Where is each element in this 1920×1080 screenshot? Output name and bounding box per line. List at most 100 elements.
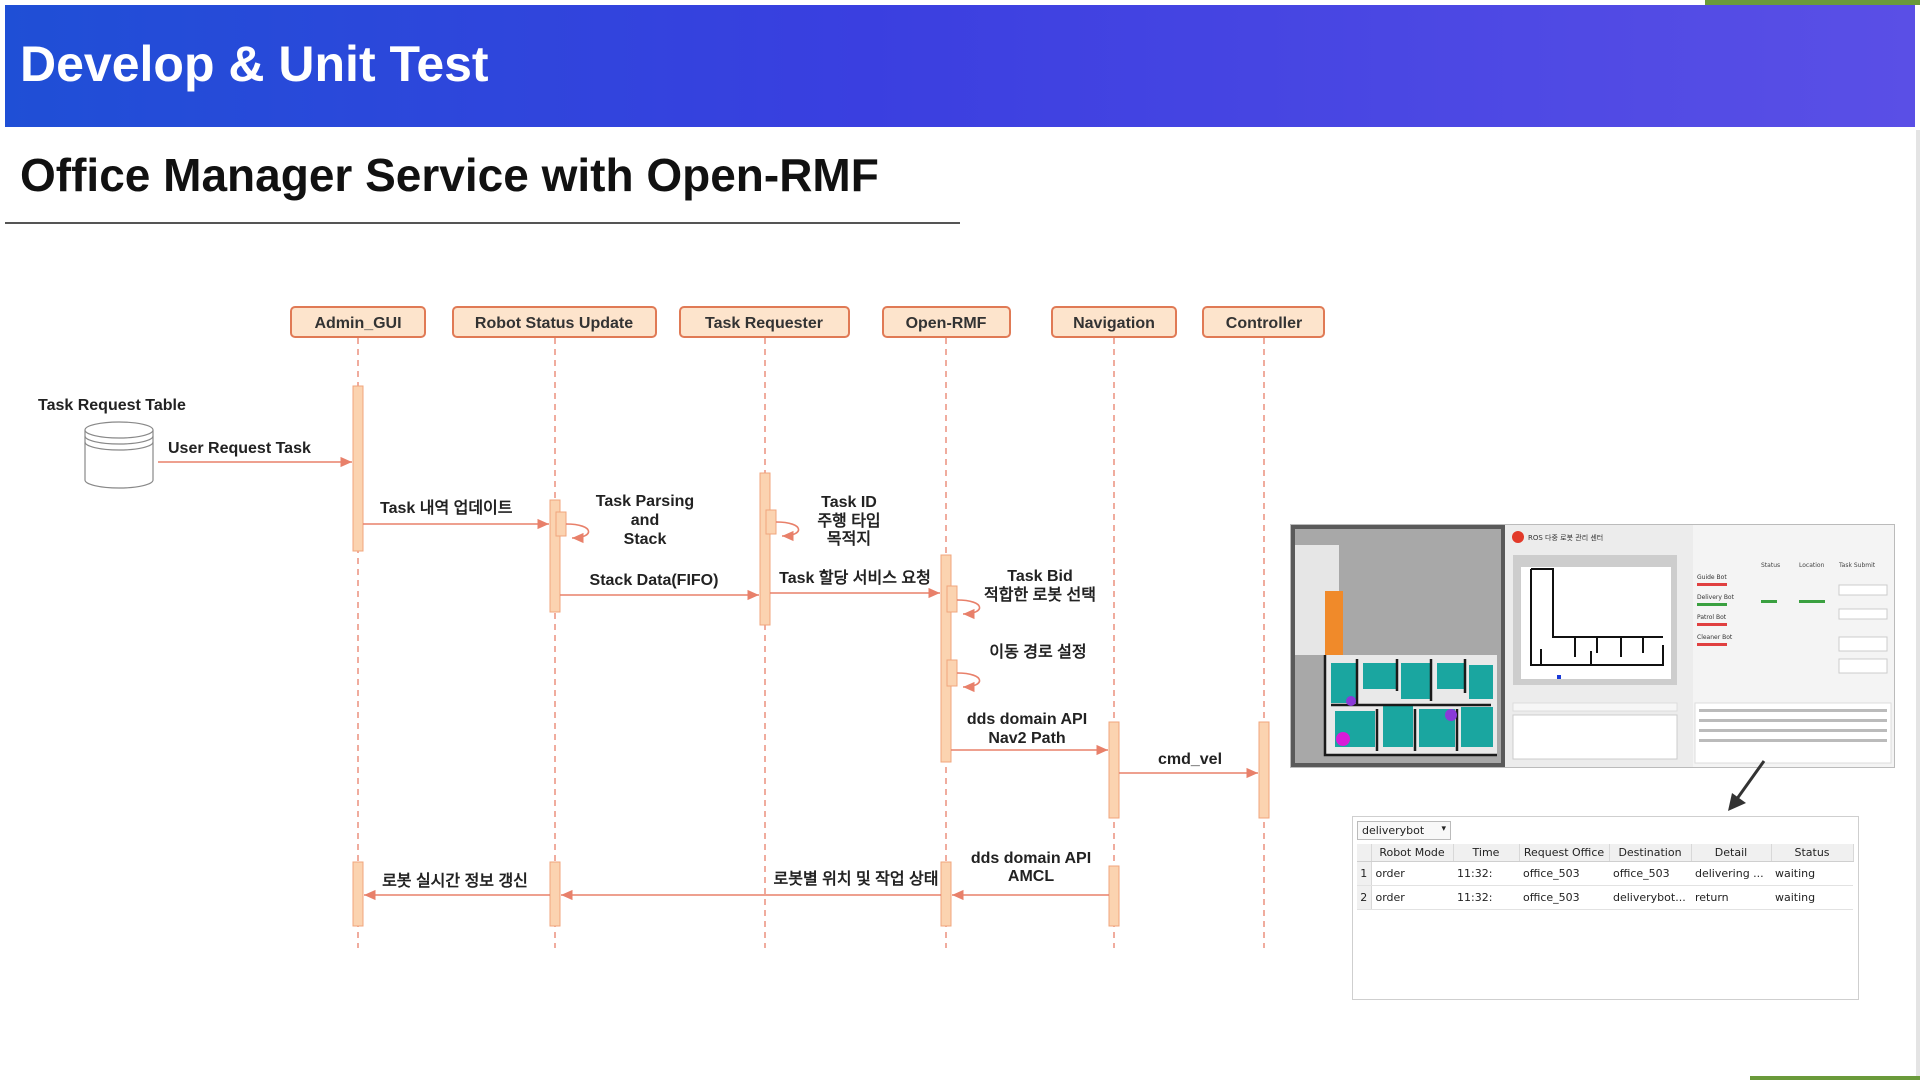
screenshot-header-status: Status (1761, 562, 1780, 569)
cell-destination: deliverybot... (1609, 885, 1691, 910)
msg-task-bid-2: 적합한 로봇 선택 (984, 585, 1096, 604)
msg-task-assign: Task 할당 서비스 요청 (779, 568, 931, 587)
activation-navigation-1 (1108, 721, 1120, 819)
cell-robot-mode: order (1371, 861, 1453, 886)
cell-status: waiting (1771, 861, 1853, 886)
msg-task-id-2: 주행 타입 (817, 512, 880, 530)
cell-request-office: office_503 (1519, 885, 1609, 910)
slide-subtitle: Office Manager Service with Open-RMF (20, 149, 879, 201)
arrow-self-parsing (565, 523, 590, 544)
robot-task-table: deliverybot ▾ Robot Mode Time Request Of… (1352, 816, 1859, 1000)
chevron-down-icon: ▾ (1441, 824, 1446, 834)
participant-robot-status-update: Robot Status Update (452, 306, 657, 338)
activation-robot-status-1 (549, 499, 561, 613)
activation-task-requester-1 (759, 472, 771, 626)
slide-title: Develop & Unit Test (20, 36, 489, 92)
msg-dds-amcl-2: AMCL (1008, 868, 1054, 885)
col-time[interactable]: Time (1453, 844, 1520, 862)
cell-detail: return (1691, 885, 1771, 910)
row-number: 2 (1357, 885, 1372, 910)
activation-robot-status-2 (549, 861, 561, 927)
corner-accent-top (1705, 0, 1920, 5)
table-corner (1357, 844, 1372, 862)
screenshot-robot-2: Delivery Bot (1697, 594, 1735, 601)
cell-time: 11:32: (1453, 885, 1519, 910)
msg-robot-status: 로봇별 위치 및 작업 상태 (774, 869, 939, 888)
activation-open-rmf-1 (940, 554, 952, 763)
participant-open-rmf: Open-RMF (882, 306, 1011, 338)
activation-open-rmf-self-1 (946, 585, 958, 613)
screenshot-robot-3: Patrol Bot (1697, 614, 1727, 621)
row-number: 1 (1357, 861, 1372, 886)
participant-controller: Controller (1202, 306, 1325, 338)
col-robot-mode[interactable]: Robot Mode (1371, 844, 1454, 862)
msg-cmd-vel: cmd_vel (1158, 751, 1222, 768)
cell-robot-mode: order (1371, 885, 1453, 910)
screenshot-header-location: Location (1799, 562, 1825, 569)
participant-label: Admin_GUI (314, 315, 401, 332)
msg-realtime: 로봇 실시간 정보 갱신 (382, 872, 528, 890)
app-screenshot-content: ROS 다중 로봇 관리 센터 Status Location Task Sub… (1291, 525, 1894, 767)
database-label: Task Request Table (38, 397, 186, 414)
msg-task-update: Task 내역 업데이트 (380, 499, 513, 517)
screenshot-title: ROS 다중 로봇 관리 센터 (1528, 533, 1603, 542)
participant-navigation: Navigation (1051, 306, 1177, 338)
right-edge (1916, 130, 1920, 1080)
activation-admin-2 (352, 861, 364, 927)
cell-destination: office_503 (1609, 861, 1691, 886)
col-request-office[interactable]: Request Office (1519, 844, 1610, 862)
col-detail[interactable]: Detail (1691, 844, 1772, 862)
table-row[interactable]: 2 order 11:32: office_503 deliverybot...… (1357, 885, 1853, 910)
col-destination[interactable]: Destination (1609, 844, 1692, 862)
cell-status: waiting (1771, 885, 1853, 910)
title-banner: Develop & Unit Test (5, 5, 1915, 127)
table-row[interactable]: 1 order 11:32: office_503 office_503 del… (1357, 861, 1853, 886)
col-status[interactable]: Status (1771, 844, 1854, 862)
database-icon (84, 421, 154, 489)
cell-request-office: office_503 (1519, 861, 1609, 886)
activation-open-rmf-self-2 (946, 659, 958, 687)
msg-parsing-3: Stack (624, 531, 667, 548)
robot-selector[interactable]: deliverybot ▾ (1357, 821, 1451, 840)
msg-route: 이동 경로 설정 (989, 643, 1086, 661)
screenshot-header-task-submit: Task Submit (1838, 562, 1876, 569)
msg-user-request: User Request Task (168, 440, 311, 457)
activation-robot-status-self (555, 511, 567, 537)
table-header-row: Robot Mode Time Request Office Destinati… (1357, 844, 1854, 862)
activation-navigation-2 (1108, 865, 1120, 927)
corner-accent-bottom (1750, 1076, 1920, 1080)
activation-controller-1 (1258, 721, 1270, 819)
cell-detail: delivering ... (1691, 861, 1771, 886)
subtitle-underline (5, 222, 960, 224)
robot-selector-value: deliverybot (1362, 824, 1425, 837)
participant-task-requester: Task Requester (679, 306, 850, 338)
task-grid: Robot Mode Time Request Office Destinati… (1357, 844, 1854, 910)
msg-dds-amcl-1: dds domain API (971, 850, 1091, 867)
arrow-self-route (956, 672, 981, 693)
msg-task-id-3: 목적지 (827, 530, 871, 548)
screenshot-robot-1: Guide Bot (1697, 574, 1727, 581)
participant-label: Open-RMF (906, 315, 987, 332)
pointer-arrow-icon (1728, 760, 1766, 811)
msg-dds-nav-1: dds domain API (967, 711, 1087, 728)
arrow-self-task-id (775, 521, 800, 542)
activation-admin-1 (352, 385, 364, 552)
arrow-self-task-bid (956, 599, 981, 620)
app-screenshot: ROS 다중 로봇 관리 센터 Status Location Task Sub… (1290, 524, 1895, 768)
activation-open-rmf-2 (940, 861, 952, 927)
cell-time: 11:32: (1453, 861, 1519, 886)
activation-task-requester-self (765, 509, 777, 535)
participant-label: Navigation (1073, 315, 1155, 332)
msg-task-bid-1: Task Bid (1007, 568, 1073, 585)
msg-parsing-2: and (631, 512, 659, 529)
sequence-diagram: Admin_GUI Robot Status Update Task Reque… (38, 306, 1325, 948)
msg-stack-data: Stack Data(FIFO) (590, 572, 719, 589)
participant-label: Task Requester (705, 315, 823, 332)
participant-label: Robot Status Update (475, 315, 633, 332)
participant-admin-gui: Admin_GUI (290, 306, 426, 338)
msg-dds-nav-2: Nav2 Path (988, 730, 1065, 747)
msg-parsing-1: Task Parsing (596, 493, 694, 510)
msg-task-id-1: Task ID (821, 494, 877, 511)
participant-label: Controller (1226, 315, 1302, 332)
screenshot-robot-4: Cleaner Bot (1697, 634, 1733, 641)
